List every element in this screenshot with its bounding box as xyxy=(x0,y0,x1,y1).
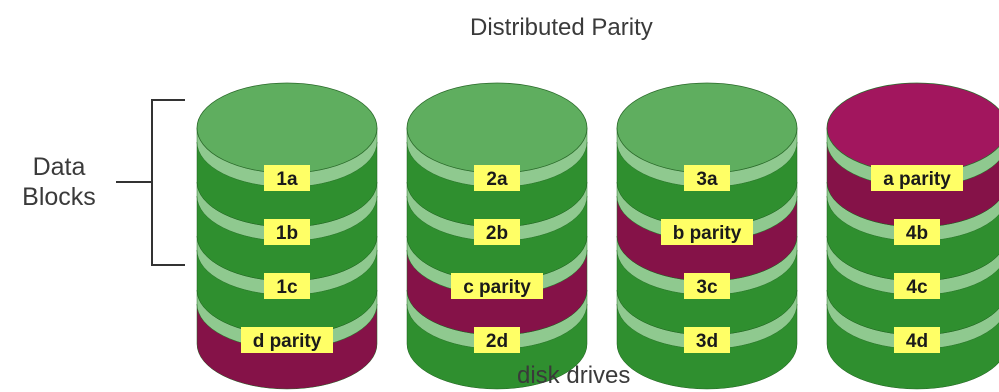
block-label: 2b xyxy=(486,223,508,244)
block-label-box xyxy=(894,219,940,245)
block-label-box xyxy=(661,219,753,245)
data-blocks-label-line2: Blocks xyxy=(22,183,96,211)
block-label-box xyxy=(684,273,730,299)
disks-layer: 1a 1b 1c d parity 2a 2b c parity 2d 3a b parity 3c… xyxy=(196,82,999,390)
disk-top xyxy=(196,82,378,174)
data-blocks-label-line1: Data xyxy=(32,153,86,181)
block-label-box xyxy=(451,273,543,299)
disk-top xyxy=(826,82,999,174)
block-label-box xyxy=(894,327,940,353)
block-label-box xyxy=(684,327,730,353)
data-blocks-bracket xyxy=(116,99,185,266)
block-label-box xyxy=(241,327,333,353)
block-label: 4b xyxy=(906,223,928,244)
diagram-title: Distributed Parity xyxy=(470,14,653,41)
disk-top xyxy=(406,82,588,174)
disk-3: 3a b parity 3c 3d xyxy=(616,82,798,390)
block-label-box xyxy=(684,165,730,191)
block-label: 3d xyxy=(696,331,718,352)
block-label: 3c xyxy=(696,277,718,298)
block-label: a parity xyxy=(883,169,951,190)
block-label: 4d xyxy=(906,331,928,352)
disk-top xyxy=(616,82,798,174)
block-label-box xyxy=(474,165,520,191)
block-label: 2a xyxy=(486,169,508,190)
disk-drives-label: disk drives xyxy=(517,362,631,389)
block-label: 1b xyxy=(276,223,298,244)
block-label-box xyxy=(264,165,310,191)
block-label-box xyxy=(871,165,963,191)
data-blocks-label: Data Blocks xyxy=(14,152,104,212)
block-label-box xyxy=(474,327,520,353)
block-label-box xyxy=(474,219,520,245)
block-label: 1c xyxy=(276,277,298,298)
block-label: c parity xyxy=(463,277,531,298)
block-label: 2d xyxy=(486,331,508,352)
block-label: d parity xyxy=(253,331,322,352)
block-label: 3a xyxy=(696,169,718,190)
block-label-box xyxy=(264,219,310,245)
block-label: b parity xyxy=(673,223,742,244)
disk-2: 2a 2b c parity 2d xyxy=(406,82,588,390)
disk-4: a parity 4b 4c 4d xyxy=(826,82,999,390)
block-label-box xyxy=(894,273,940,299)
disk-1: 1a 1b 1c d parity xyxy=(196,82,378,390)
block-label: 4c xyxy=(906,277,928,298)
block-label: 1a xyxy=(276,169,298,190)
block-label-box xyxy=(264,273,310,299)
